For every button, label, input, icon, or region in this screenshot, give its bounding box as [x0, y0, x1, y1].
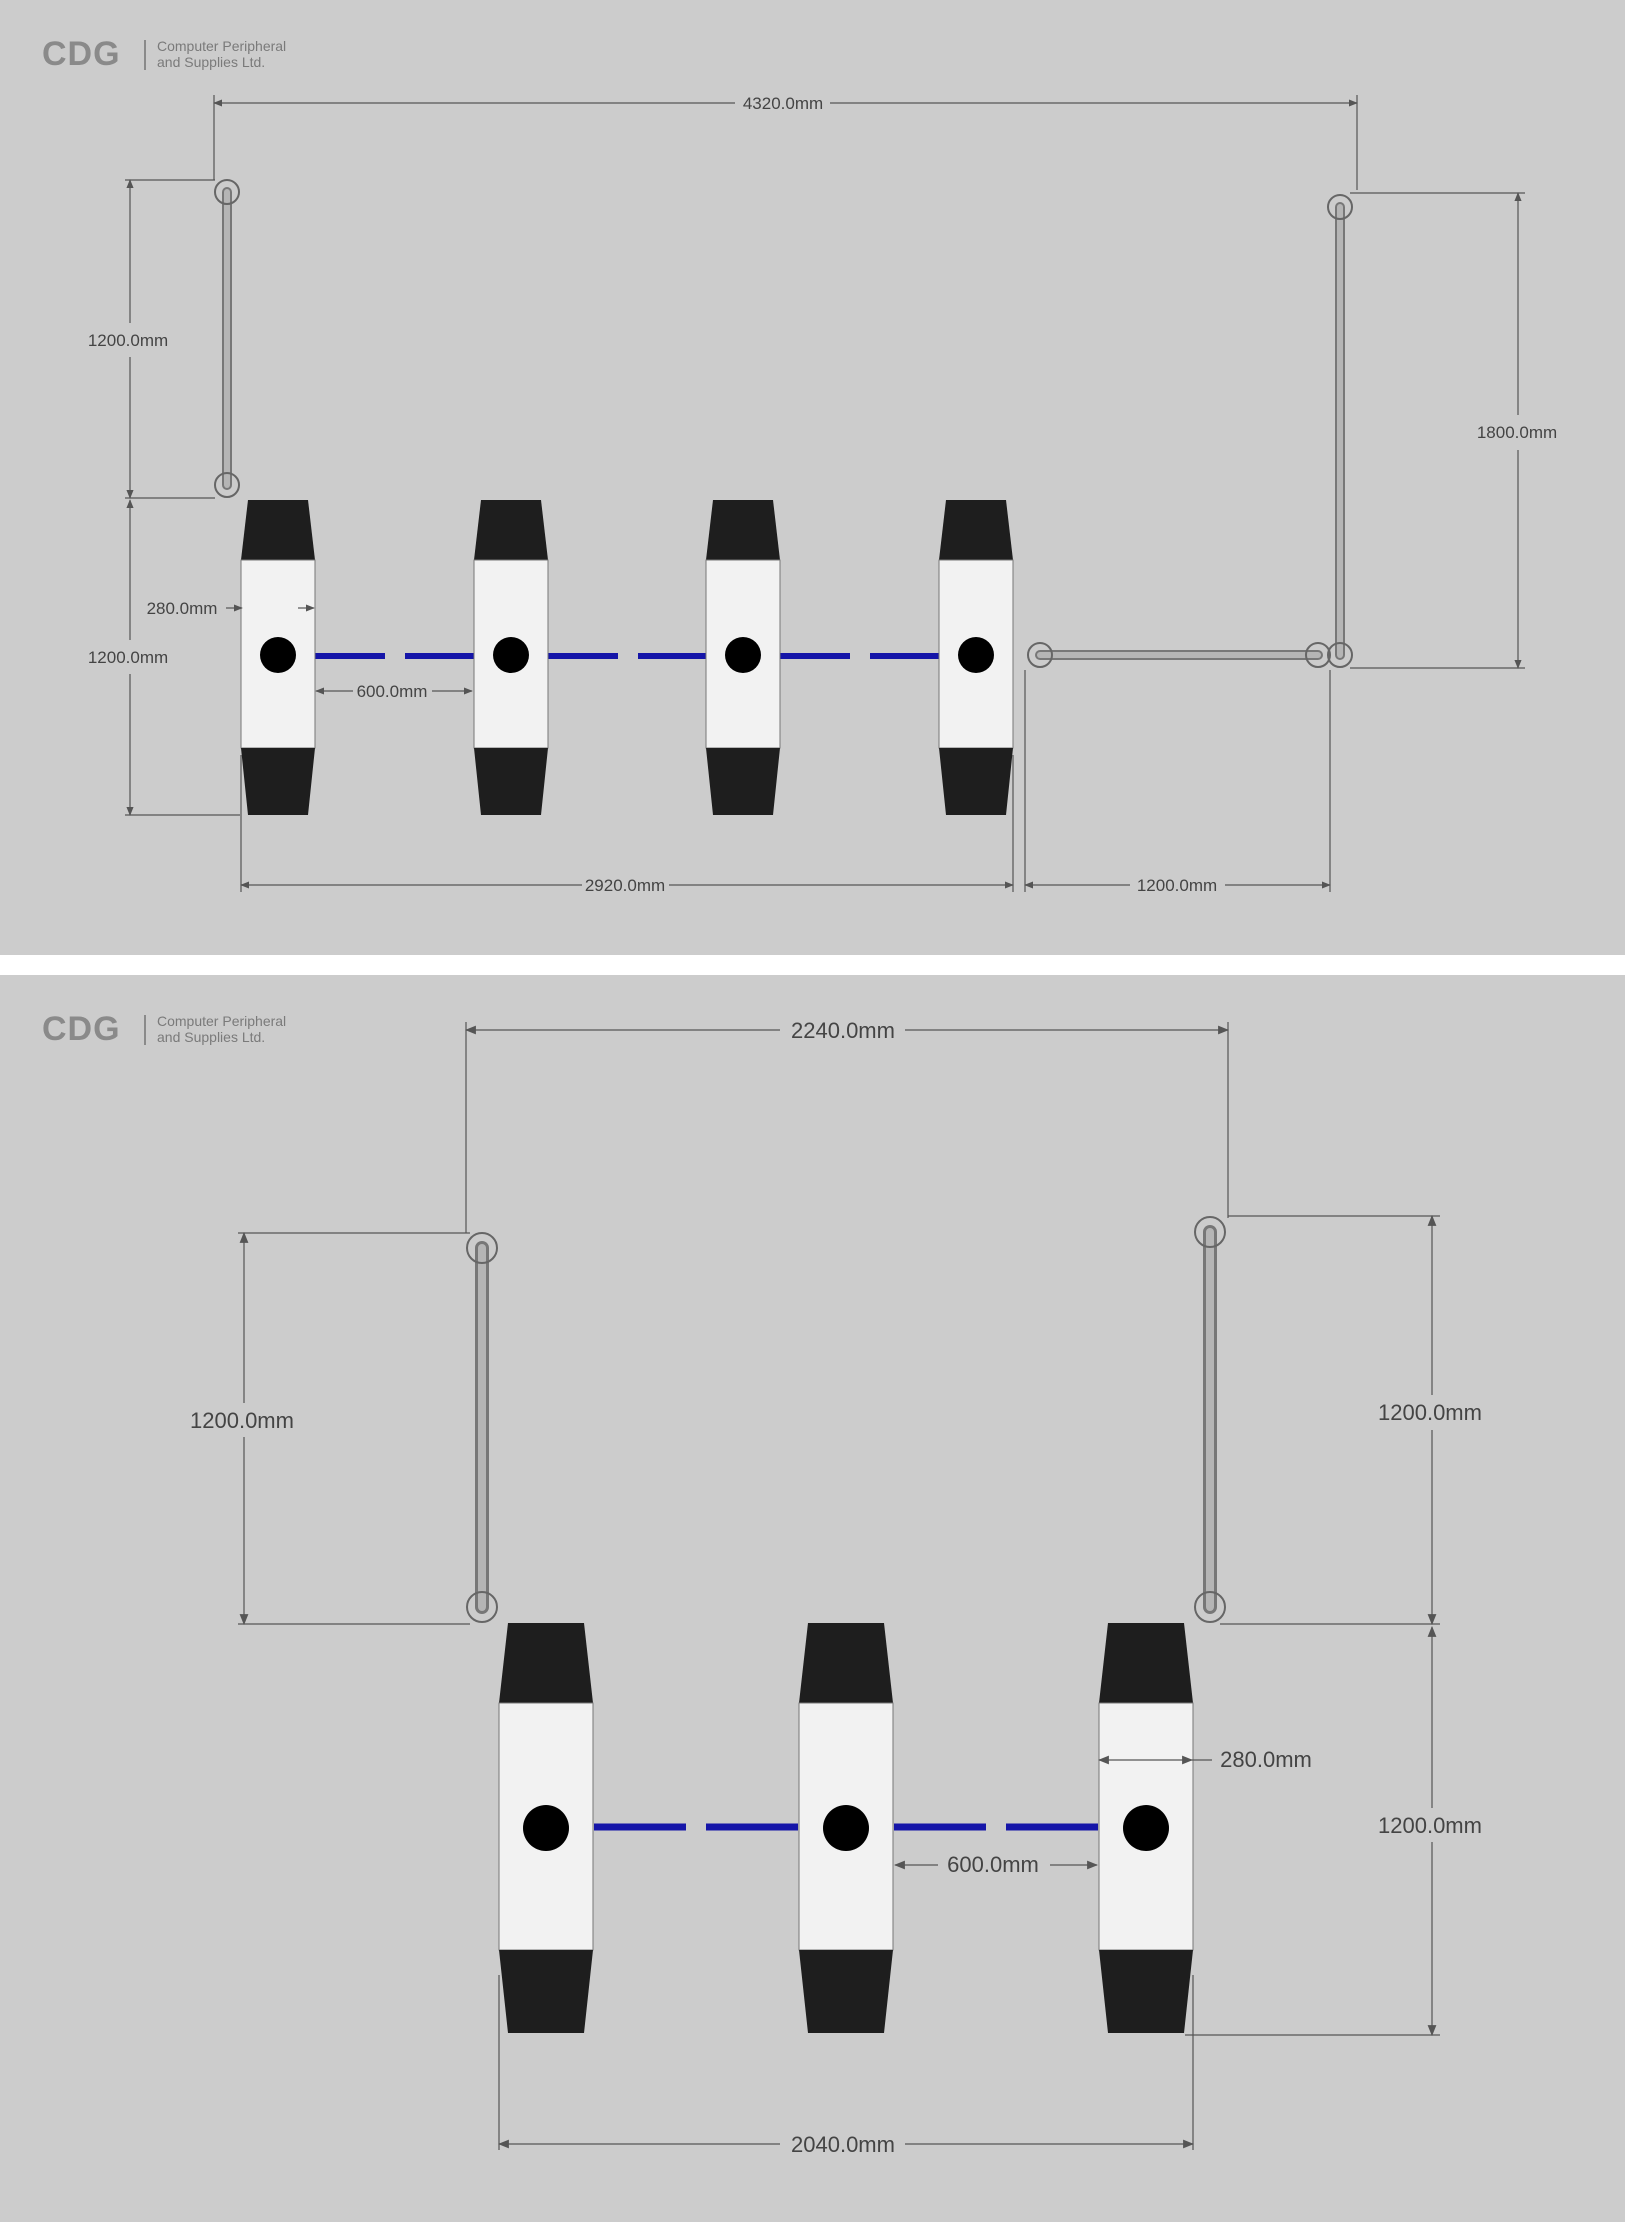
turnstile-cabinet [798, 1622, 894, 2034]
dimension-label: 280.0mm [1220, 1747, 1312, 1772]
turnstile-cabinet [498, 1622, 594, 2034]
layout-plan-top: 4320.0mm 1200.0mm 1200.0mm 280.0mm [0, 0, 1625, 955]
turnstile-cabinet [705, 499, 781, 816]
logo-company-line2: and Supplies Ltd. [157, 54, 266, 70]
dimension-label: 1200.0mm [88, 331, 168, 350]
dimension-label: 2040.0mm [791, 2132, 895, 2157]
layout-drawing-top: 4320.0mm 1200.0mm 1200.0mm 280.0mm [88, 94, 1557, 895]
turnstile-cabinet [1098, 1622, 1194, 2034]
dimension-label: 1200.0mm [1378, 1813, 1482, 1838]
dimension-lane-height: 1200.0mm [1185, 1625, 1482, 2037]
dimension-label: 1800.0mm [1477, 423, 1557, 442]
dimension-overall-width: 2240.0mm [464, 1018, 1230, 1233]
dimension-right-rail: 1800.0mm [1350, 192, 1557, 669]
logo-divider [144, 1015, 146, 1045]
railing-right [1194, 1216, 1226, 1623]
dimension-lane-width: 600.0mm [893, 1852, 1099, 1877]
railing-exit [1027, 642, 1331, 668]
dimension-left-rail: 1200.0mm [88, 179, 215, 499]
dimension-lane-width: 600.0mm [315, 682, 473, 701]
dimension-label: 4320.0mm [743, 94, 823, 113]
logo-mark: CDG [42, 1010, 121, 1048]
dimension-overall-width: 4320.0mm [213, 94, 1358, 190]
dimension-label: 280.0mm [147, 599, 218, 618]
logo-mark: CDG [42, 35, 121, 73]
turnstile-cabinet [240, 499, 316, 816]
turnstile-cabinet [938, 499, 1014, 816]
dimension-cabinet-width: 280.0mm [147, 599, 315, 618]
railing-left [214, 179, 240, 498]
dimension-left-rail: 1200.0mm [190, 1231, 470, 1626]
logo-company-line1: Computer Peripheral [157, 38, 287, 54]
dimension-row-width: 2920.0mm [240, 755, 1014, 895]
railing-left [466, 1232, 498, 1623]
dimension-label: 1200.0mm [190, 1408, 294, 1433]
dimension-label: 2920.0mm [585, 876, 665, 895]
layout-plan-bottom: 2240.0mm 1200.0mm 1200.0mm 1200.0mm [0, 975, 1625, 2222]
dimension-label: 1200.0mm [1378, 1400, 1482, 1425]
dimension-label: 1200.0mm [1137, 876, 1217, 895]
dimension-right-rail: 1200.0mm [1220, 1214, 1482, 1626]
railing-right [1327, 194, 1353, 668]
dimension-lane-height: 1200.0mm [88, 499, 240, 816]
logo-company-line2: and Supplies Ltd. [157, 1029, 266, 1045]
dimension-exit-rail: 1200.0mm [1024, 670, 1331, 895]
dimension-label: 600.0mm [357, 682, 428, 701]
dimension-label: 1200.0mm [88, 648, 168, 667]
layout-drawing-bottom: 2240.0mm 1200.0mm 1200.0mm 1200.0mm [190, 1018, 1482, 2157]
logo-divider [144, 40, 146, 70]
dimension-cabinet-width: 280.0mm [1097, 1747, 1312, 1772]
dimension-row-width: 2040.0mm [497, 1975, 1195, 2157]
dimension-label: 2240.0mm [791, 1018, 895, 1043]
dimension-label: 600.0mm [947, 1852, 1039, 1877]
logo-company-line1: Computer Peripheral [157, 1013, 287, 1029]
turnstile-cabinet [473, 499, 549, 816]
